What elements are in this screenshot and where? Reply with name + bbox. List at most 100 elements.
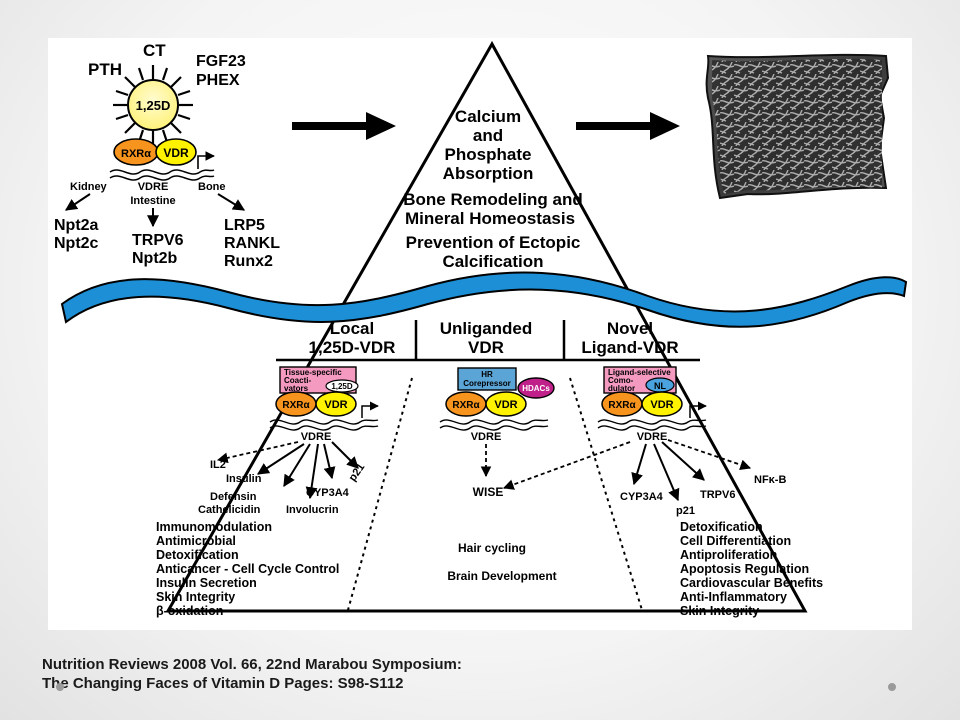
apex-line-2: and — [473, 126, 503, 145]
novel-target-nfkb: NFκ-B — [754, 474, 786, 486]
target-defensin: Defensin — [210, 491, 257, 503]
vitamin-d-figure: 1,25D PTH CT FGF23 PHEX RXRα VDR VDRE Ki… — [48, 38, 912, 630]
rankl-label: RANKL — [224, 235, 280, 252]
wave-band — [60, 271, 908, 328]
local-function-1: Immunomodulation — [156, 520, 272, 534]
local-dna — [269, 419, 379, 425]
trpv6-label: TRPV6 — [132, 232, 184, 249]
target-p21: p21 — [347, 461, 368, 483]
unliganded-dna-2 — [439, 425, 549, 431]
corepressor-label-1: HR — [481, 370, 493, 379]
apex-line-4: Absorption — [443, 164, 534, 183]
arrow-defensin — [283, 443, 311, 488]
novel-function-5: Cardiovascular Benefits — [680, 576, 823, 590]
arrow-insulin — [256, 443, 305, 475]
citation-caption: Nutrition Reviews 2008 Vol. 66, 22nd Mar… — [42, 655, 742, 693]
dna-strand-2 — [109, 175, 215, 181]
kidney-label: Kidney — [70, 181, 108, 193]
novel-heading-1: Novel — [607, 319, 653, 338]
ct-label: CT — [143, 41, 166, 60]
local-vdre-label: VDRE — [301, 431, 332, 443]
apex-line-1: Calcium — [455, 107, 521, 126]
unliganded-vdr-label: VDR — [494, 399, 517, 411]
flow-arrow-icon-2 — [576, 112, 680, 140]
vdr-label: VDR — [163, 146, 189, 160]
column-separator-2 — [569, 377, 643, 611]
local-function-5: Insulin Secretion — [156, 576, 257, 590]
arrow-involucrin — [305, 443, 319, 500]
comodulator-label-3: dulator — [608, 384, 635, 393]
novel-function-4: Apoptosis Regulation — [680, 562, 809, 576]
target-insulin: Insulin — [226, 473, 262, 485]
runx2-label: Runx2 — [224, 253, 273, 270]
novel-function-6: Anti-Inflammatory — [680, 590, 787, 604]
novel-vdr-label: VDR — [650, 399, 673, 411]
comodulator-label-1: Ligand-selective — [608, 368, 671, 377]
sun-label: 1,25D — [136, 98, 171, 113]
novel-function-7: Skin Integrity — [680, 604, 759, 618]
local-function-6: Skin Integrity — [156, 590, 235, 604]
sun-icon — [113, 65, 193, 145]
pyramid-outline — [165, 40, 808, 613]
arrow-cyp3a4 — [323, 443, 336, 480]
npt2a-label: Npt2a — [54, 217, 99, 234]
intestine-label: Intestine — [130, 195, 175, 207]
comodulator-box — [603, 366, 677, 394]
fgf23-label: FGF23 — [196, 53, 246, 70]
novel-dna-2 — [597, 425, 707, 431]
caption-line-1: Nutrition Reviews 2008 Vol. 66, 22nd Mar… — [42, 656, 462, 673]
coactivator-label-3: vators — [284, 384, 309, 393]
arrow-novel-trpv6 — [661, 441, 705, 481]
unliganded-function-2: Brain Development — [447, 569, 556, 583]
novel-rxr-label: RXRα — [608, 400, 636, 411]
local-dna-2 — [269, 425, 379, 431]
arrow-novel-wise — [502, 441, 631, 490]
coactivator-label-2: Coacti- — [284, 376, 311, 385]
caption-line-2: The Changing Faces of Vitamin D Pages: S… — [42, 675, 404, 692]
arrow-novel-p21 — [653, 443, 680, 502]
target-involucrin: Involucrin — [286, 504, 339, 516]
novel-target-cyp3a4: CYP3A4 — [620, 491, 664, 503]
novel-dna — [597, 419, 707, 425]
dna-strand — [109, 169, 215, 175]
unliganded-vdr-oval — [485, 391, 527, 417]
corepressor-box — [457, 367, 517, 391]
npt2b-label: Npt2b — [132, 250, 178, 267]
target-cyp3a4: CYP3A4 — [306, 487, 350, 499]
arrow-novel-cyp3a4 — [631, 443, 647, 486]
novel-target-trpv6: TRPV6 — [700, 489, 735, 501]
novel-vdr-oval — [641, 391, 683, 417]
apex-line-7: Prevention of Ectopic — [406, 233, 581, 252]
hdacs-label: HDACs — [522, 384, 550, 393]
target-il2: IL2 — [210, 459, 226, 471]
local-vdr-label: VDR — [324, 399, 347, 411]
local-function-2: Antimicrobial — [156, 534, 236, 548]
coactivator-label-1: Tissue-specific — [284, 368, 342, 377]
ligand-label: 1,25D — [331, 382, 353, 391]
hdacs-oval — [517, 377, 555, 399]
novel-transcription-arrow — [689, 401, 707, 418]
pth-label: PTH — [88, 60, 122, 79]
novel-heading-2: Ligand-VDR — [581, 338, 678, 357]
novel-function-2: Cell Differentiation — [680, 534, 791, 548]
slide-dot-right — [888, 683, 896, 691]
novel-function-1: Detoxification — [680, 520, 763, 534]
local-rxr-label: RXRα — [282, 400, 310, 411]
kidney-arrow — [65, 193, 91, 211]
unliganded-function-1: Hair cycling — [458, 541, 526, 555]
apex-line-6: Mineral Homeostasis — [405, 209, 575, 228]
apex-line-5: Bone Remodeling and — [403, 190, 582, 209]
unliganded-vdre-label: VDRE — [471, 431, 502, 443]
apex-line-3: Phosphate — [445, 145, 532, 164]
novel-target-p21: p21 — [676, 505, 695, 517]
local-vdr-oval — [315, 391, 357, 417]
vdr-oval — [155, 138, 197, 166]
npt2c-label: Npt2c — [54, 235, 99, 252]
local-transcription-arrow — [361, 401, 379, 418]
vdre-label: VDRE — [138, 181, 169, 193]
corepressor-label-2: Corepressor — [463, 379, 511, 388]
local-heading-1: Local — [330, 319, 374, 338]
rxr-label: RXRα — [121, 148, 151, 160]
slide-dot-left — [56, 683, 64, 691]
novel-function-3: Antiproliferation — [680, 548, 777, 562]
